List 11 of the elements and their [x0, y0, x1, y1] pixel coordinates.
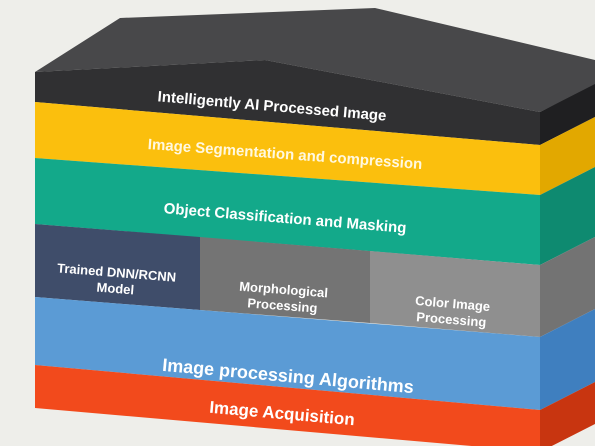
module-block	[370, 251, 540, 337]
layer-label: Color Image Processing	[414, 292, 492, 332]
layer-label: Intelligently AI Processed Image	[156, 87, 388, 127]
layer-label: Object Classification and Masking	[162, 199, 408, 239]
module-block	[35, 224, 200, 310]
layer-label: Image Segmentation and compression	[146, 134, 424, 176]
layer-label: Image processing Algorithms	[160, 354, 416, 400]
module-block	[200, 237, 370, 323]
layer-label: Image Acquisition	[208, 396, 356, 432]
layer-label: Trained DNN/RCNN Model	[56, 259, 178, 300]
layer-label: Morphological Processing	[238, 278, 330, 318]
